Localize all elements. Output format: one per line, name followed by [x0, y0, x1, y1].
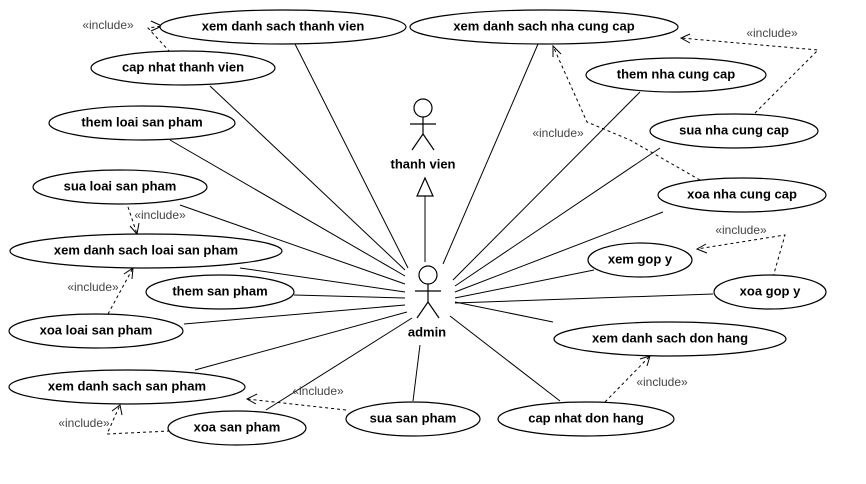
assoc-them-loai-sp: [169, 139, 406, 277]
actor-thanh-vien: thanh vien: [390, 98, 456, 171]
use-case-xem-ds-sp[interactable]: xem danh sach san pham: [8, 369, 246, 405]
use-case-label: xoa gop y: [740, 283, 801, 298]
include-label-sua-sp: «include»: [292, 384, 344, 398]
use-case-label: cap nhat don hang: [528, 410, 644, 425]
dep-sua-loai-sp-arrow: [129, 222, 140, 236]
use-case-label: sua loai san pham: [64, 178, 177, 193]
associations: [169, 43, 714, 411]
use-case-xem-gop-y[interactable]: xem gop y: [587, 242, 693, 278]
assoc-xem-ds-loai-sp: [239, 267, 406, 293]
assoc-xem-gop-y: [454, 269, 595, 299]
actor-thanh-vien-leg-right: [422, 133, 435, 151]
use-case-them-loai-sp[interactable]: them loai san pham: [48, 105, 236, 141]
generalization: [416, 176, 434, 262]
use-case-them-ncc[interactable]: them nha cung cap: [585, 57, 767, 93]
dep-sua-sp: [246, 398, 347, 411]
use-case-xem-ds-don-hang[interactable]: xem danh sach don hang: [553, 321, 787, 357]
dep-xoa-ncc: [552, 45, 701, 181]
assoc-xem-ds-thanh-vien: [294, 43, 409, 269]
include-label-xoa-gop-y: «include»: [715, 223, 767, 237]
use-case-sua-sp[interactable]: sua san pham: [345, 401, 481, 437]
assoc-them-sp: [293, 294, 406, 299]
assoc-cap-nhat-thanh-vien: [209, 85, 406, 271]
assoc-sua-loai-sp: [179, 204, 406, 285]
include-dependencies: [106, 20, 820, 435]
use-case-xoa-sp[interactable]: xoa san pham: [167, 410, 307, 446]
actor-thanh-vien-leg-left: [411, 133, 424, 151]
assoc-xoa-gop-y: [454, 293, 714, 304]
use-case-label: xem gop y: [608, 251, 673, 266]
include-label-xoa-ncc: «include»: [532, 126, 584, 140]
use-case-label: xem danh sach don hang: [592, 330, 748, 345]
use-case-label: xem danh sach san pham: [48, 378, 206, 393]
dep-cap-nhat-dh: [604, 355, 651, 403]
use-case-cap-nhat-don-hang[interactable]: cap nhat don hang: [497, 401, 675, 437]
dep-xoa-sp: [106, 404, 171, 435]
use-case-label: cap nhat thanh vien: [122, 59, 244, 74]
use-case-xem-ds-ncc[interactable]: xem danh sach nha cung cap: [409, 9, 679, 45]
assoc-xoa-sp: [265, 317, 413, 411]
dep-xoa-gop-y: [696, 234, 786, 278]
use-case-sua-loai-sp[interactable]: sua loai san pham: [32, 169, 208, 205]
use-case-label: xoa nha cung cap: [687, 186, 797, 201]
assoc-sua-sp: [412, 344, 421, 402]
use-case-label: xem danh sach loai san pham: [54, 242, 238, 257]
actor-admin-label: admin: [408, 324, 446, 339]
assoc-xoa-loai-sp: [183, 304, 406, 325]
use-case-label: sua san pham: [370, 410, 457, 425]
use-case-label: sua nha cung cap: [679, 122, 789, 137]
dep-sua-loai-sp: [127, 206, 138, 235]
use-case-label: xem danh sach nha cung cap: [453, 18, 634, 33]
use-case-xem-ds-thanh-vien[interactable]: xem danh sach thanh vien: [159, 9, 407, 45]
dep-xoa-ncc-arrow: [552, 44, 562, 57]
use-case-label: them san pham: [172, 283, 267, 298]
dep-xoa-sp-arrow: [111, 404, 123, 416]
include-label-cap-nhat-tv: «include»: [82, 18, 134, 32]
dep-xoa-loai-sp: [107, 267, 134, 315]
dep-sua-ncc-arrow: [679, 33, 691, 44]
actor-admin-leg-right: [427, 301, 440, 319]
use-case-label: them nha cung cap: [617, 66, 736, 81]
assoc-xoa-ncc: [454, 211, 664, 293]
include-label-xoa-sp: «include»: [58, 416, 110, 430]
actor-admin-leg-left: [416, 301, 429, 319]
use-case-xoa-gop-y[interactable]: xoa gop y: [713, 274, 827, 310]
include-label-sua-ncc: «include»: [746, 26, 798, 40]
assoc-xem-ds-ncc: [442, 43, 539, 265]
use-case-label: them loai san pham: [81, 114, 202, 129]
assoc-cap-nhat-don-hang: [449, 315, 561, 402]
include-labels: «include» «include» «include» «include» …: [58, 18, 798, 430]
use-case-label: xem danh sach thanh vien: [202, 18, 365, 33]
use-case-label: xoa loai san pham: [40, 322, 153, 337]
assoc-xem-ds-sp: [194, 311, 408, 371]
actor-thanh-vien-head: [413, 98, 433, 118]
use-case-cap-nhat-thanh-vien[interactable]: cap nhat thanh vien: [90, 50, 276, 86]
use-case-xoa-loai-sp[interactable]: xoa loai san pham: [8, 313, 184, 349]
dep-sua-ncc: [680, 37, 820, 114]
use-case-xem-ds-loai-sp[interactable]: xem danh sach loai san pham: [9, 233, 283, 269]
assoc-xem-ds-don-hang: [454, 301, 554, 323]
use-case-xoa-ncc[interactable]: xoa nha cung cap: [657, 177, 827, 213]
dep-xoa-gop-y-arrow: [695, 243, 708, 254]
actor-thanh-vien-label: thanh vien: [390, 156, 455, 171]
include-label-sua-loai-sp: «include»: [134, 208, 186, 222]
generalization-arrowhead: [416, 176, 434, 197]
include-label-cap-nhat-dh: «include»: [636, 375, 688, 389]
actor-admin: admin: [408, 265, 446, 339]
assoc-sua-ncc: [454, 147, 661, 287]
dep-cap-nhat-tv: [146, 25, 171, 53]
include-label-xoa-loai-sp: «include»: [67, 280, 119, 294]
use-case-sua-ncc[interactable]: sua nha cung cap: [649, 113, 819, 149]
use-case-them-sp[interactable]: them san pham: [145, 274, 295, 310]
actor-admin-head: [418, 265, 438, 285]
dep-sua-sp-arrow: [245, 393, 258, 405]
assoc-them-ncc: [452, 91, 641, 281]
use-case-label: xoa san pham: [194, 419, 281, 434]
